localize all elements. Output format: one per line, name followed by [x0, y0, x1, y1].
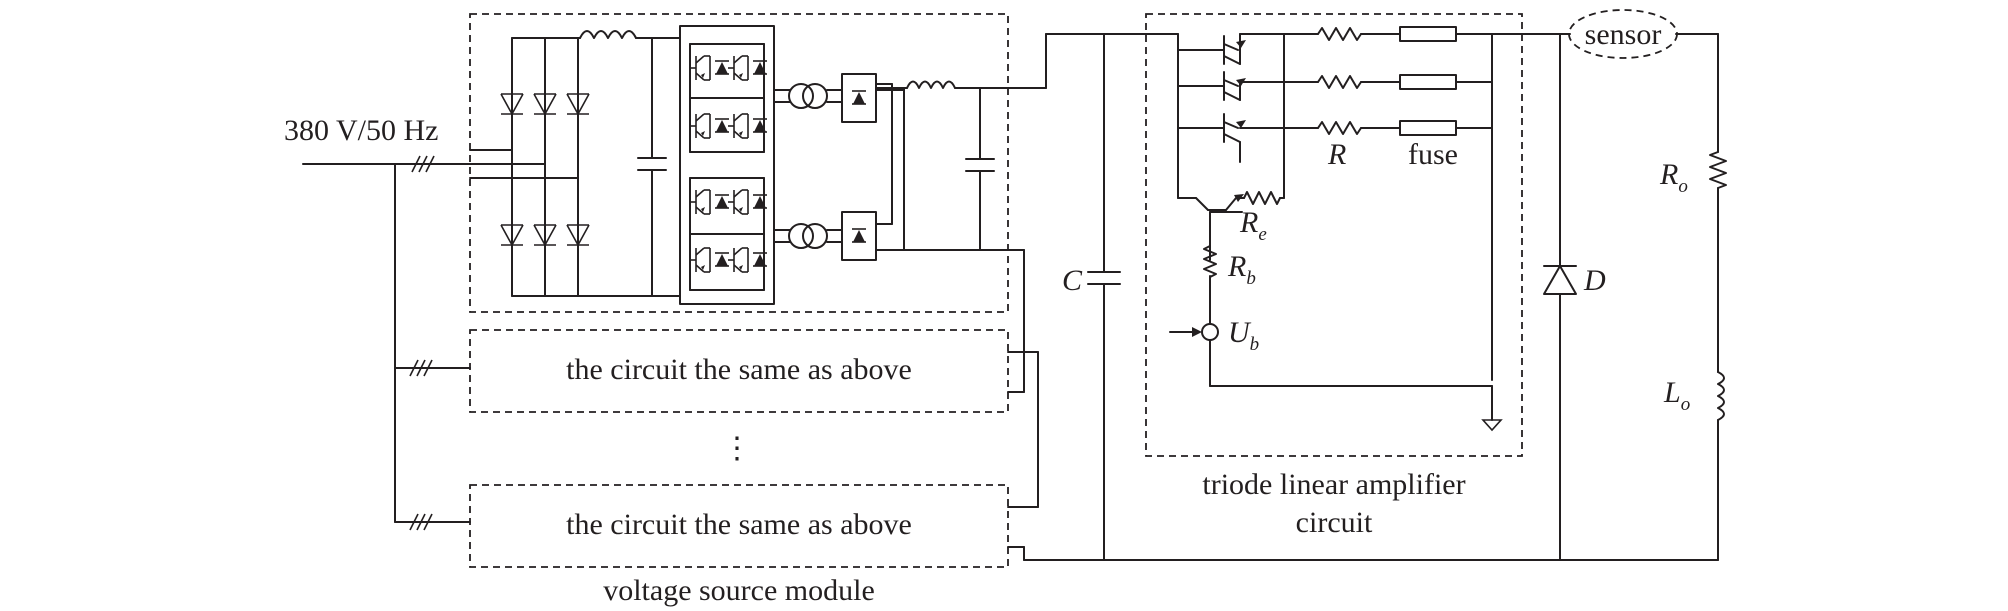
same-circuit-label-1: the circuit the same as above [566, 353, 912, 386]
triode-linear-amplifier: R fuse Re Rb [1145, 13, 1561, 457]
input-voltage-label: 380 V/50 Hz [284, 114, 438, 147]
voltage-source-module-3: the circuit the same as above [469, 484, 1025, 568]
rectifier-bridge [496, 37, 590, 297]
amplifier-caption-line-1: triode linear amplifier [1202, 468, 1465, 501]
output-rectifier-2 [841, 211, 877, 261]
capacitor-C-label: C [1062, 264, 1083, 297]
resistor-Re [1239, 191, 1285, 205]
freewheel-diode-D: D [1543, 33, 1606, 561]
power-transistor-2 [1223, 71, 1246, 101]
dc-link-inductor [579, 30, 637, 39]
output-inductor [906, 80, 956, 89]
voltage-source-module-2: the circuit the same as above [469, 329, 1025, 413]
output-rectifier-1 [841, 73, 877, 123]
same-circuit-label-2: the circuit the same as above [566, 508, 912, 541]
inductor-Lo [1717, 371, 1725, 421]
sensor: sensor [1559, 9, 1719, 59]
ellipsis-dots: ⋮ [722, 432, 752, 465]
diode-D-label: D [1583, 264, 1606, 297]
sensor-label: sensor [1585, 18, 1662, 51]
resistor-Ro-label: Ro [1659, 158, 1688, 197]
h-bridge-inverter [679, 25, 775, 305]
control-input-Ub [1169, 323, 1493, 387]
resistor-Rb [1203, 245, 1217, 325]
transformer-2 [773, 223, 843, 249]
load: Ro Lo [1659, 33, 1727, 561]
three-phase-mark-1 [411, 155, 435, 173]
amplifier-caption-line-2: circuit [1296, 506, 1373, 539]
module-1-boundary [469, 13, 1009, 313]
power-transistor-1 [1223, 33, 1246, 65]
ground-symbol[interactable] [1481, 385, 1503, 432]
resistor-R-label: R [1327, 138, 1346, 171]
ac-input: 380 V/50 Hz [284, 114, 471, 531]
transformer-1 [773, 83, 843, 109]
module-series-wiring [1023, 33, 1719, 561]
inductor-Lo-label: Lo [1663, 376, 1690, 415]
three-phase-mark-3 [409, 513, 433, 531]
resistor-Ro [1709, 151, 1727, 189]
three-phase-mark-2 [409, 359, 433, 377]
emitter-resistor-R [1317, 27, 1362, 135]
resistor-Re-label: Re [1239, 206, 1267, 245]
control-input-Ub-label: Ub [1228, 316, 1259, 355]
voltage-source-module-label: voltage source module [603, 574, 875, 607]
power-transistor-3 [1223, 113, 1246, 163]
capacitor-C: C [1045, 33, 1179, 561]
resistor-Rb-label: Rb [1227, 250, 1256, 289]
fuse [1399, 26, 1457, 136]
fuse-label: fuse [1408, 138, 1458, 171]
voltage-source-module-1 [469, 13, 1047, 313]
